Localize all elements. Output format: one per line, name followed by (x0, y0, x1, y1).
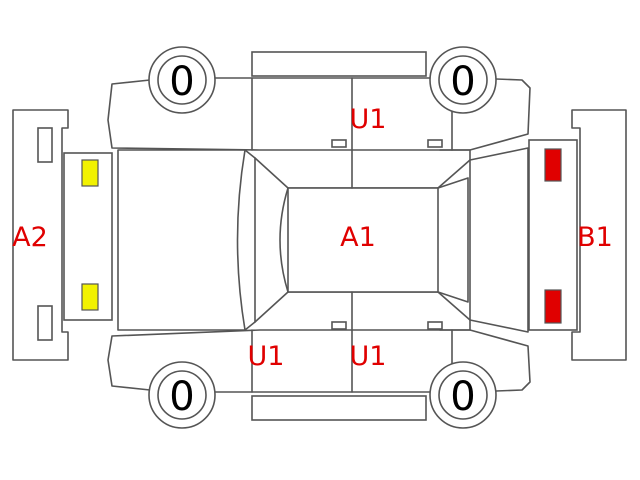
mark-rear-bumper: B1 (577, 222, 613, 253)
car-top-body (117, 147, 529, 333)
front-left-tire-label: 0 (169, 59, 194, 105)
rear-left-light (544, 148, 562, 182)
upper-side-body (107, 51, 531, 151)
front-right-light (81, 283, 99, 311)
rear-left-tire-label: 0 (450, 59, 475, 105)
front-right-tire-label: 0 (169, 374, 194, 420)
mark-door-upper: U1 (350, 104, 387, 135)
front-left-light (81, 159, 99, 187)
mark-front-bumper: A2 (12, 222, 48, 253)
mark-door-lower-rear: U1 (350, 341, 387, 372)
rear-left-tire: 0 (429, 46, 497, 114)
mark-roof: A1 (340, 222, 376, 253)
rear-right-tire: 0 (429, 361, 497, 429)
rear-right-light (544, 289, 562, 324)
rear-right-tire-label: 0 (450, 374, 475, 420)
front-right-tire: 0 (148, 361, 216, 429)
mark-door-lower-front: U1 (248, 341, 285, 372)
front-left-tire: 0 (148, 46, 216, 114)
